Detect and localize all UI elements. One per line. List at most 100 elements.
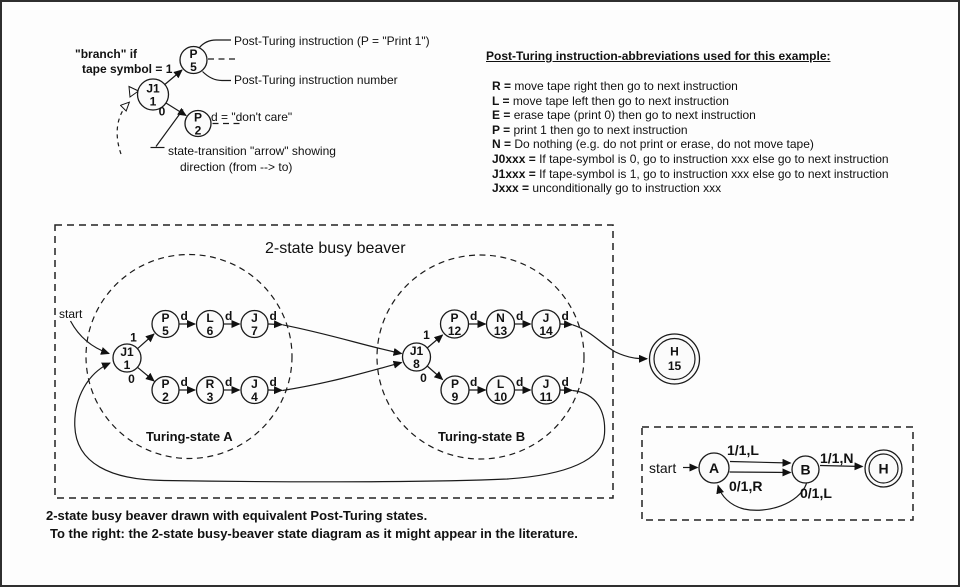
j8-branch-1-label: 1 — [423, 328, 430, 342]
node-p9: P 9 — [440, 375, 470, 405]
node-circle — [791, 455, 820, 484]
edge-j7-exit — [268, 320, 283, 329]
arrow-note-line1: state-transition "arrow" showing — [168, 144, 336, 158]
node-circle — [485, 375, 516, 405]
abbr-desc: print 1 then go to next instruction — [513, 122, 688, 137]
node-num: 10 — [494, 390, 508, 404]
inset-dashed-box — [641, 426, 914, 521]
node-j7: J 7 — [240, 309, 269, 339]
turing-state-b-label: Turing-state B — [438, 429, 526, 444]
node-r3: R 3 — [195, 375, 225, 405]
branch-note: "branch" if tape symbol = 1 — [75, 47, 172, 77]
state-diagram-inset: A B H start 1/1,L 0/1,R 1/1,N 0/1,L — [641, 426, 914, 521]
d-label: d — [516, 309, 523, 323]
branch-note-line1: "branch" if — [75, 47, 138, 61]
abbr-item-e: E = erase tape (print 0) then go to next… — [492, 108, 889, 123]
abbr-key: E = — [492, 108, 511, 123]
node-num: 5 — [162, 324, 169, 338]
j1-branch-0-arrow — [137, 366, 155, 382]
dont-care-label: d = "don't care" — [211, 110, 293, 124]
abbreviations-panel: Post-Turing instruction-abbreviations us… — [486, 49, 889, 196]
halt-outer-circle — [864, 449, 903, 488]
node-op: R — [206, 377, 215, 391]
arrow-note: state-transition "arrow" showing directi… — [168, 144, 336, 175]
inset-edge-b-h — [819, 462, 864, 471]
node-num: 13 — [494, 324, 508, 338]
node-num: 5 — [190, 60, 197, 74]
node-op: L — [497, 377, 504, 391]
node-num: 2 — [162, 390, 169, 404]
node-circle — [240, 309, 269, 339]
halt-inner-circle — [868, 453, 899, 484]
abbr-desc: move tape right then go to next instruct… — [514, 79, 738, 93]
node-j1-1: J1 1 — [112, 343, 142, 373]
abbr-key: P = — [492, 122, 511, 137]
node-circle — [401, 342, 432, 372]
busy-beaver-dashed-box — [54, 224, 614, 499]
node-circle — [184, 109, 212, 138]
abbr-desc: erase tape (print 0) then go to next ins… — [513, 108, 756, 123]
turing-state-a-label: Turing-state A — [146, 429, 233, 444]
node-circle — [151, 309, 180, 339]
node-num: 1 — [124, 358, 131, 372]
j8-branch-0-label: 0 — [420, 371, 427, 385]
node-op: P — [450, 311, 458, 325]
node-op: P — [194, 111, 202, 125]
node-op: J — [543, 311, 550, 325]
node-num: 2 — [195, 124, 202, 138]
node-n13: N 13 — [485, 309, 516, 339]
node-num: 7 — [251, 324, 258, 338]
loop-back-to-state-a-curve — [74, 362, 606, 483]
node-num: 4 — [251, 390, 258, 404]
legend-node-j1: J1 1 — [136, 78, 170, 111]
inset-node-b: B — [791, 455, 820, 484]
inset-edge-label-0-1-L: 0/1,L — [800, 485, 832, 501]
node-op: L — [206, 311, 213, 325]
state-a-top-to-j8-curve — [282, 324, 403, 356]
abbr-key: N = — [492, 137, 512, 152]
node-circle — [136, 78, 170, 111]
node-num: 11 — [540, 390, 553, 404]
node-circle — [195, 375, 225, 405]
edge-j14-exit — [559, 320, 573, 329]
abbr-key: Jxxx = — [492, 181, 530, 196]
incoming-transition-dashed-arrow — [116, 103, 129, 155]
abbr-desc: move tape left then go to next instructi… — [512, 93, 729, 108]
d-label: d — [562, 375, 569, 389]
node-op: J — [251, 311, 258, 325]
node-letter: A — [709, 460, 719, 476]
d-label: d — [516, 375, 523, 389]
node-circle — [195, 309, 225, 339]
to-halt-curve — [572, 324, 648, 363]
figure-caption: 2-state busy beaver drawn with equivalen… — [46, 507, 578, 543]
start-label: start — [59, 307, 83, 321]
node-circle — [151, 375, 180, 405]
inset-edge-b-a-loop — [716, 483, 808, 511]
node-circle — [485, 309, 516, 339]
d-label: d — [270, 375, 277, 389]
abbr-key: R = — [492, 79, 512, 93]
node-j4: J 4 — [240, 375, 269, 405]
node-circle — [531, 309, 561, 339]
node-p5: P 5 — [151, 309, 180, 339]
halt-outer-circle — [648, 333, 701, 385]
abbr-item-j1xxx: J1xxx = If tape-symbol is 1, go to instr… — [492, 167, 889, 182]
node-num: 15 — [668, 359, 682, 373]
node-j1-8: J1 8 — [401, 342, 432, 372]
node-j14: J 14 — [531, 309, 561, 339]
node-op: P — [161, 377, 169, 391]
d-label: d — [181, 375, 188, 389]
d-label: d — [470, 375, 477, 389]
abbreviations-list: R = move tape right then go to next inst… — [492, 79, 889, 196]
node-num: 3 — [207, 390, 214, 404]
inset-node-a: A — [698, 452, 730, 484]
node-letter: B — [800, 462, 810, 478]
callout-line-number — [202, 71, 231, 82]
d-label: d — [270, 309, 277, 323]
node-circle — [179, 45, 208, 75]
callout-line-arrow-note — [155, 109, 184, 147]
d-label: d — [181, 309, 188, 323]
node-num: 8 — [413, 357, 420, 371]
node-l10: L 10 — [485, 375, 516, 405]
